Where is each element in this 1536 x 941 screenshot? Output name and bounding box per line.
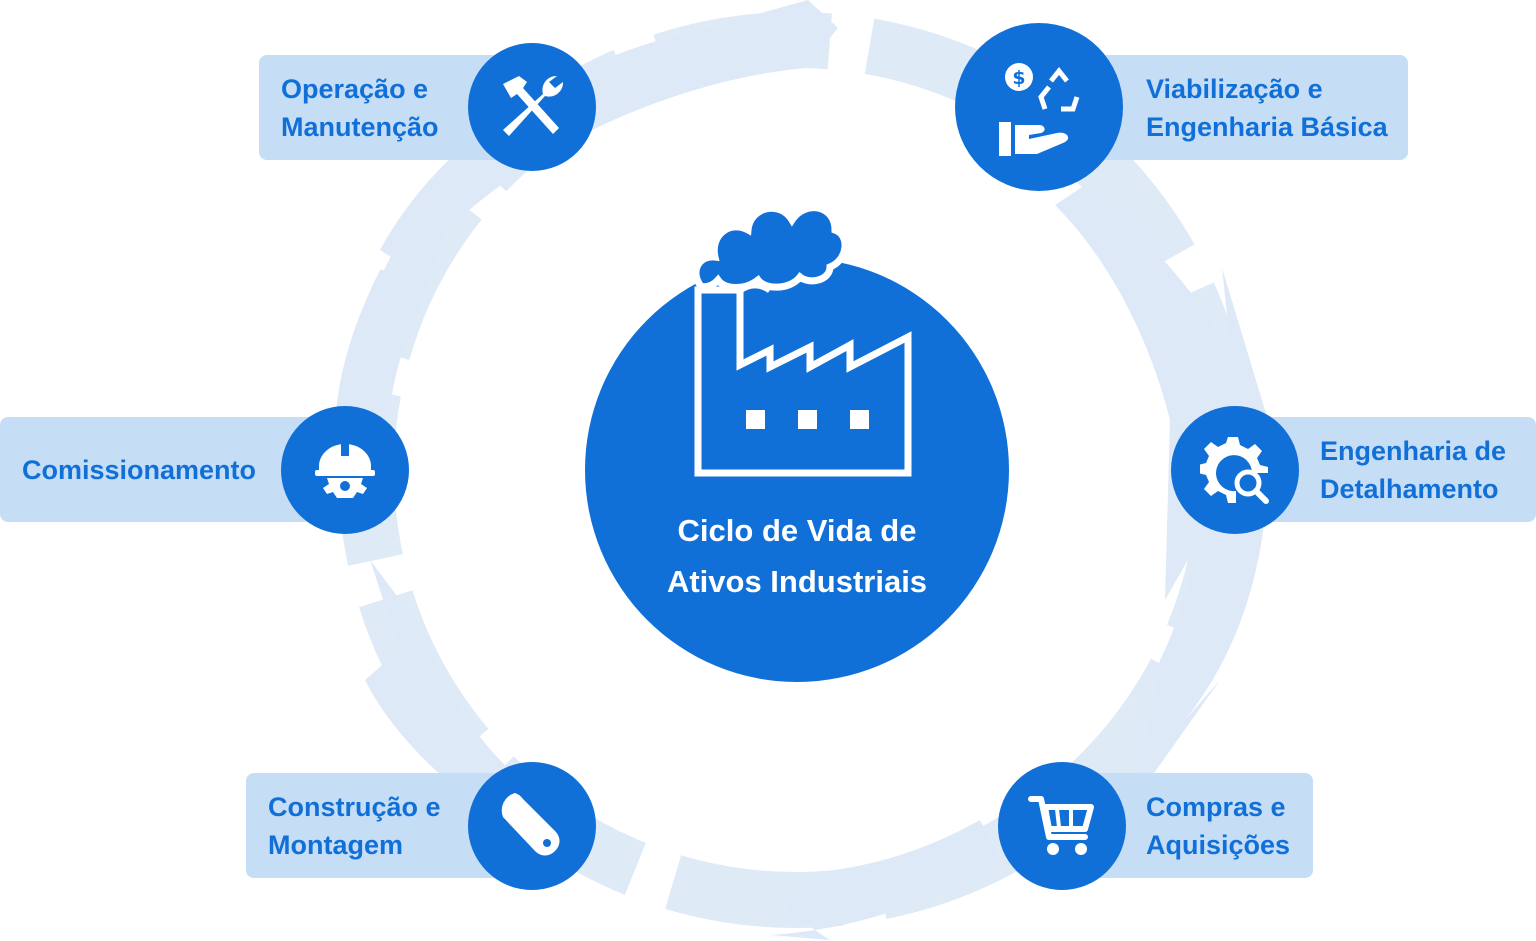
- stage-icon-detalhamento: [1171, 406, 1299, 534]
- stage-label-line2: Detalhamento: [1320, 473, 1499, 504]
- svg-text:$: $: [1012, 67, 1025, 89]
- hardhat-gear-icon: [315, 442, 375, 498]
- stage-label-line1: Viabilização e: [1146, 73, 1323, 104]
- stage-label-line2: Montagem: [268, 829, 403, 860]
- tools-icon: [503, 75, 564, 136]
- stage-icon-comissionamento: [281, 406, 409, 534]
- center-title: Ciclo de Vida de Ativos Industriais: [585, 505, 1009, 607]
- stage-icon-compras: [998, 762, 1126, 890]
- factory-icon: [692, 204, 912, 477]
- stage-label-line2: Engenharia Básica: [1146, 111, 1388, 142]
- stage-icon-operacao: [468, 43, 596, 171]
- stage-label-line1: Engenharia de: [1320, 435, 1507, 466]
- stage-label-line1: Compras e: [1146, 791, 1286, 822]
- center-title-line1: Ciclo de Vida de: [677, 513, 917, 548]
- wrench-icon: [501, 793, 560, 856]
- stage-icon-viabilizacao: $: [955, 23, 1123, 191]
- stage-label-line2: Manutenção: [281, 111, 439, 142]
- stage-label-line1: Operação e: [281, 73, 429, 104]
- stage-label-line1: Comissionamento: [22, 454, 257, 485]
- shopping-cart-icon: [1028, 796, 1094, 855]
- center-title-line2: Ativos Industriais: [666, 564, 928, 599]
- gear-search-icon: [1200, 437, 1269, 504]
- money-recycle-hand-icon: $: [999, 63, 1080, 156]
- stage-label-line1: Construção e: [268, 791, 441, 822]
- stage-label-line2: Aquisições: [1146, 829, 1291, 860]
- stage-icon-construcao: [468, 762, 596, 890]
